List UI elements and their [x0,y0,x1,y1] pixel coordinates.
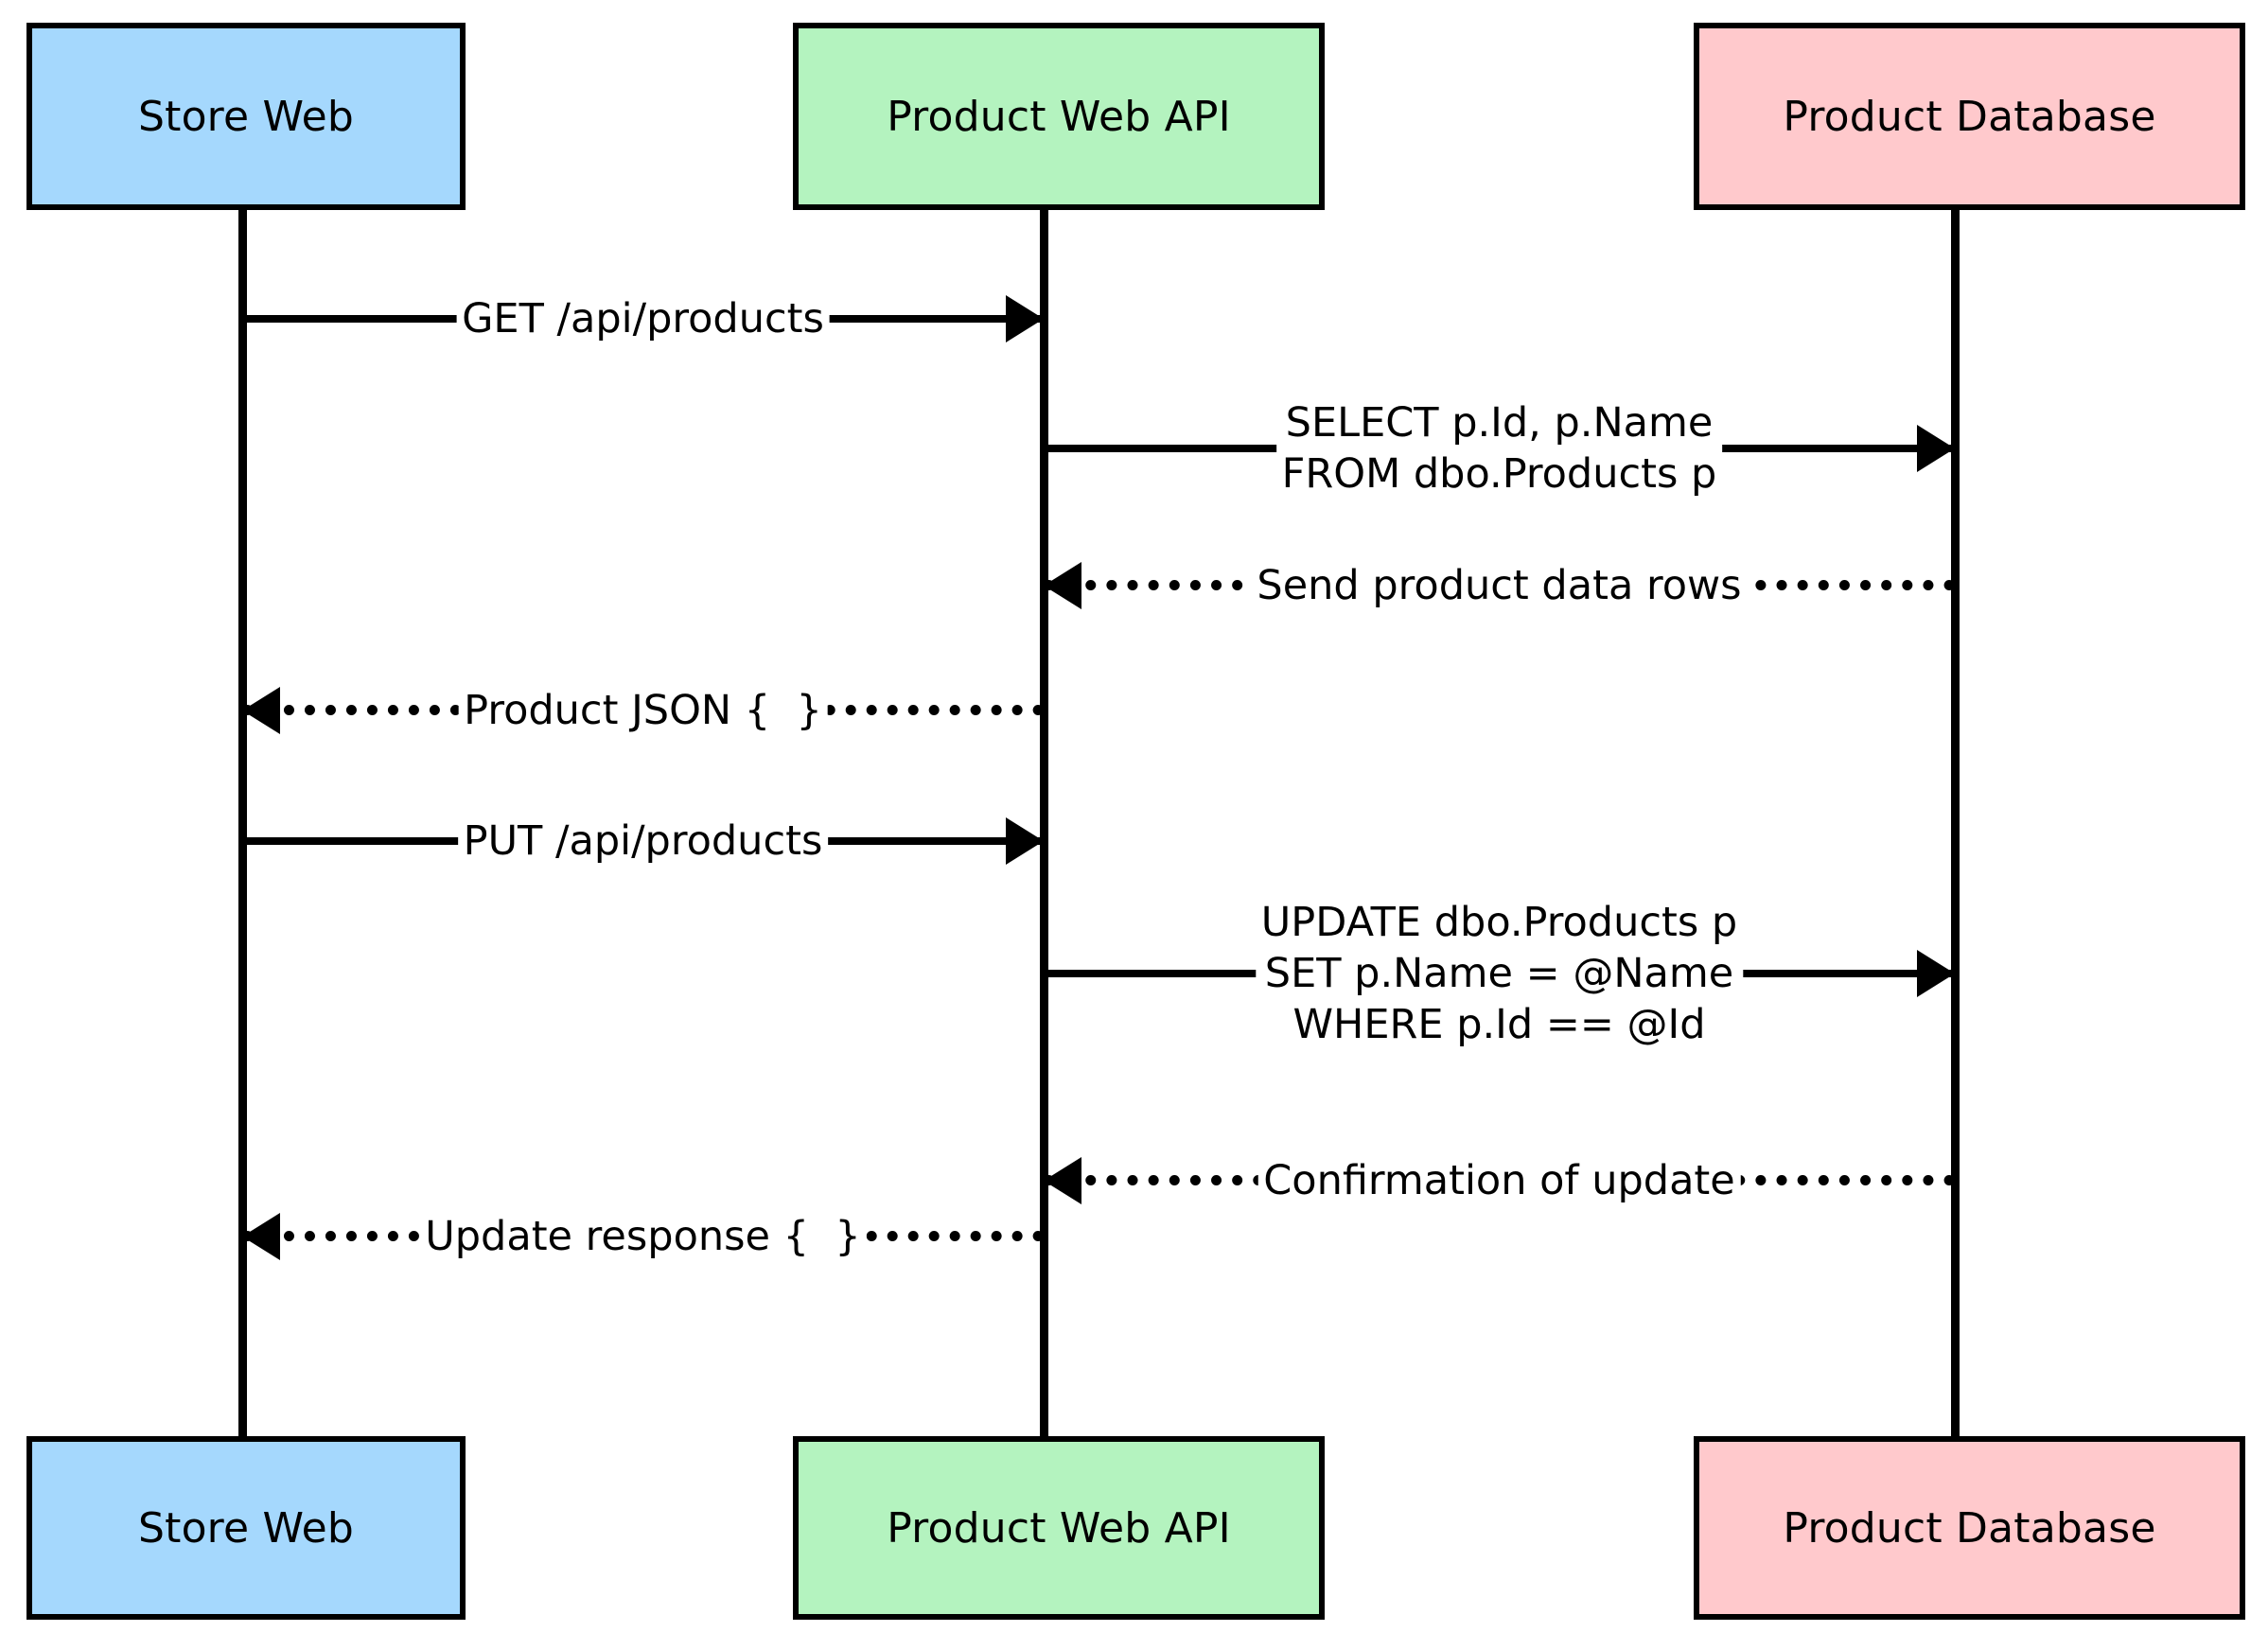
participant-box-bottom-product-database[interactable]: Product Database [1694,1436,2245,1620]
lifeline-store-web [238,210,247,1436]
arrowhead-left-icon [1044,1157,1081,1204]
arrowhead-right-icon [1917,950,1955,997]
arrowhead-left-icon [242,1213,280,1260]
participant-label-product-database: Product Database [1783,92,2156,141]
message-label-update-response: Update response { } [419,1211,867,1262]
participant-label-store-web: Store Web [137,1503,354,1553]
arrowhead-right-icon [1006,817,1044,865]
lifeline-product-web-api [1040,210,1048,1436]
participant-label-store-web: Store Web [137,92,354,141]
participant-box-top-product-database[interactable]: Product Database [1694,23,2245,210]
participant-label-product-web-api: Product Web API [887,1503,1231,1553]
message-label-product-json: Product JSON { } [458,685,828,736]
message-label-send-product-data-rows: Send product data rows [1251,560,1748,611]
message-label-confirmation-of-update: Confirmation of update [1257,1155,1741,1206]
message-label-update-products: UPDATE dbo.Products p SET p.Name = @Name… [1255,897,1744,1050]
arrowhead-left-icon [242,687,280,734]
message-label-select-products: SELECT p.Id, p.Name FROM dbo.Products p [1275,397,1723,500]
participant-box-top-product-web-api[interactable]: Product Web API [793,23,1325,210]
lifeline-product-database [1951,210,1960,1436]
arrowhead-right-icon [1006,295,1044,342]
participant-box-top-store-web[interactable]: Store Web [26,23,466,210]
arrowhead-right-icon [1917,425,1955,472]
message-label-put-api-products: PUT /api/products [457,816,829,867]
participant-label-product-web-api: Product Web API [887,92,1231,141]
participant-box-bottom-product-web-api[interactable]: Product Web API [793,1436,1325,1620]
participant-label-product-database: Product Database [1783,1503,2156,1553]
arrowhead-left-icon [1044,562,1081,609]
message-label-get-api-products: GET /api/products [456,293,830,344]
participant-box-bottom-store-web[interactable]: Store Web [26,1436,466,1620]
